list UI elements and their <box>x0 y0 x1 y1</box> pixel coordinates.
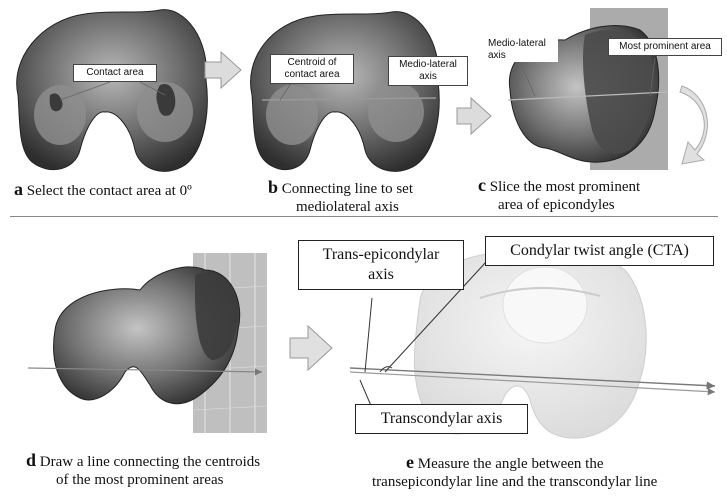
callout-mediolateral-axis-c: Medio-lateral axis <box>488 38 558 62</box>
caption-d-line1: Draw a line connecting the centroids <box>39 454 261 470</box>
caption-a: a Select the contact area at 0º <box>14 180 234 200</box>
caption-e-line1: Measure the angle between the <box>417 456 604 472</box>
section-divider <box>10 216 718 217</box>
caption-c-line2: area of epicondyles <box>498 197 615 213</box>
femur-e <box>349 248 716 439</box>
caption-b-line2: mediolateral axis <box>296 199 399 215</box>
box-transepicondylar-axis: Trans-epicondylar axis <box>298 240 464 290</box>
callout-centroid-contact-area: Centroid of contact area <box>270 54 354 84</box>
caption-d: d Draw a line connecting the centroids o… <box>26 451 306 489</box>
femur-a <box>16 9 208 172</box>
femur-d <box>27 253 268 433</box>
callout-most-prominent-area: Most prominent area <box>608 38 722 56</box>
callout-mediolateral-axis-b: Medio-lateral axis <box>388 56 468 86</box>
caption-d-line2: of the most prominent areas <box>56 472 224 488</box>
caption-e: e Measure the angle between the transepi… <box>372 453 722 491</box>
label-letter-e: e <box>406 452 414 472</box>
femur-b <box>250 11 440 172</box>
label-letter-c: c <box>478 175 486 195</box>
label-letter-d: d <box>26 450 37 470</box>
femur-c <box>507 8 708 170</box>
box-tea-line1: Trans-epicondylar <box>322 246 440 263</box>
caption-e-line2: transepicondylar line and the transcondy… <box>372 474 658 490</box>
arrow-a-b <box>204 50 242 90</box>
box-condylar-twist-angle: Condylar twist angle (CTA) <box>485 236 714 266</box>
caption-a-text: Select the contact area at 0º <box>26 183 192 199</box>
arrow-b-c <box>456 96 492 136</box>
label-letter-b: b <box>268 177 279 197</box>
caption-b: b Connecting line to set mediolateral ax… <box>268 178 478 216</box>
box-transcondylar-axis: Transcondylar axis <box>355 404 528 434</box>
box-tea-line2: axis <box>368 266 394 283</box>
caption-c: c Slice the most prominent area of epico… <box>478 176 718 214</box>
callout-contact-area: Contact area <box>73 64 157 82</box>
caption-b-line1: Connecting line to set <box>281 181 413 197</box>
arrow-d-e <box>289 324 333 372</box>
caption-c-line1: Slice the most prominent <box>489 179 641 195</box>
label-letter-a: a <box>14 179 23 199</box>
